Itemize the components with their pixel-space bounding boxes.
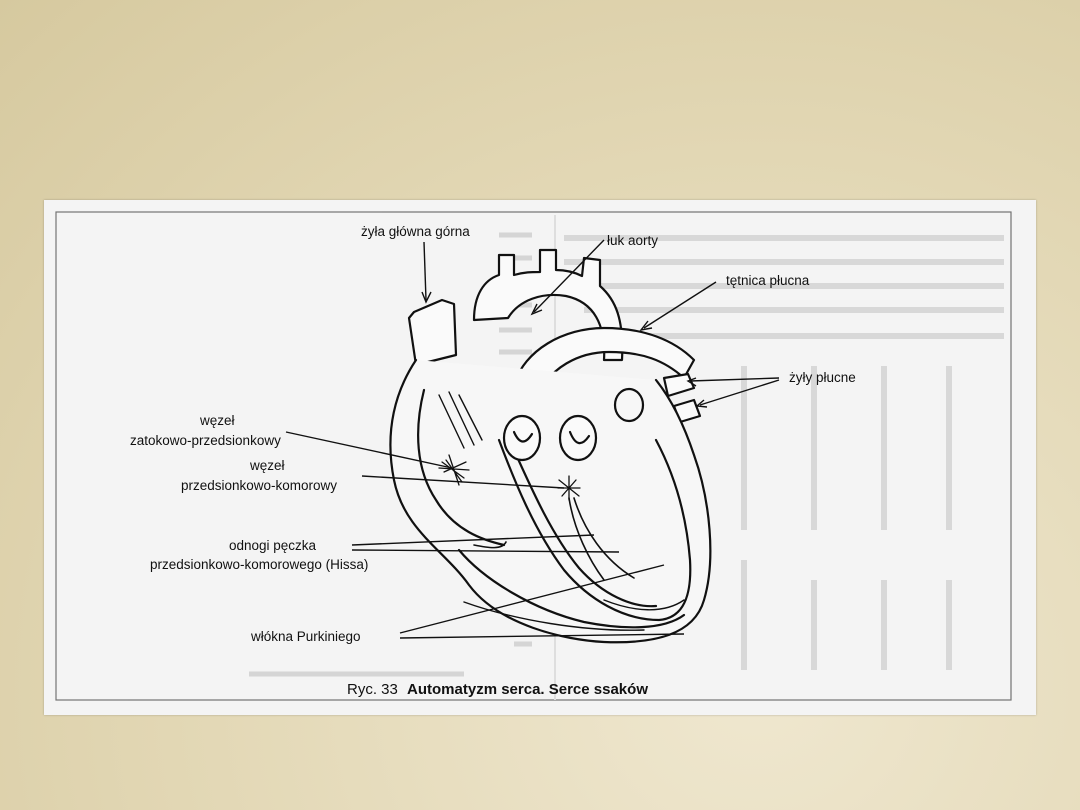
arrow-vena-cava <box>421 291 432 304</box>
heart-illustration <box>389 248 712 644</box>
arrow-pulmonary-vein-1 <box>686 377 697 387</box>
caption-title: Automatyzm serca. Serce ssaków <box>407 681 648 698</box>
pulmonary-vein-upper <box>662 372 696 398</box>
right-ventricle-wall <box>457 548 686 629</box>
textbook-page-photo: żyła główna górna łuk aorty tętnica płuc… <box>44 200 1036 715</box>
septum-inner <box>512 448 658 608</box>
aortic-valve <box>558 414 598 462</box>
leader-bundle-left <box>351 549 620 553</box>
leader-vena-cava <box>423 241 427 301</box>
label-pulmonary-artery: tętnica płucna <box>726 273 810 288</box>
papillary-detail <box>473 541 507 549</box>
av-node-icon <box>557 475 581 501</box>
label-av-node-line1: węzeł <box>249 458 285 473</box>
purkinje-fibers-line-2 <box>603 599 685 611</box>
sa-node-icon <box>438 454 470 486</box>
heart-conduction-diagram: żyła główna górna łuk aorty tętnica płuc… <box>55 211 1012 701</box>
leader-pulmonary-artery <box>643 281 717 329</box>
leader-purkinje-2 <box>399 633 685 639</box>
arrow-pulmonary-vein-2 <box>695 399 708 408</box>
right-atrium-wall <box>417 388 506 547</box>
leader-sa-node <box>285 431 453 469</box>
leader-pulmonary-vein-2 <box>699 379 780 406</box>
label-purkinje: włókna Purkiniego <box>250 629 361 644</box>
left-ventricle-wall <box>497 438 692 622</box>
label-bundle-line2: przedsionkowo-komorowego (Hissa) <box>150 557 368 572</box>
leader-pulmonary-vein-1 <box>689 377 780 382</box>
label-av-node-line2: przedsionkowo-komorowy <box>181 478 337 493</box>
valve-leaflet-2 <box>568 430 591 445</box>
aortic-arch <box>472 248 624 362</box>
faded-table-right <box>564 235 1004 670</box>
figure-caption: Ryc. 33 Automatyzm serca. Serce ssaków <box>347 681 648 698</box>
superior-vena-cava <box>407 298 458 367</box>
leader-purkinje-1 <box>399 564 665 634</box>
bundle-branch-left <box>573 497 635 579</box>
bundle-branch-right <box>568 497 605 581</box>
label-sa-node-line1: węzeł <box>199 413 235 428</box>
pulmonary-artery <box>512 326 696 397</box>
label-sa-node-line2: zatokowo-przedsionkowy <box>130 433 281 448</box>
label-bundle-line1: odnogi pęczka <box>229 538 317 553</box>
label-group: żyła główna górna łuk aorty tętnica płuc… <box>130 224 856 644</box>
purkinje-fibers-line <box>463 601 645 631</box>
label-pulmonary-veins: żyły płucne <box>789 370 856 385</box>
label-aortic-arch: łuk aorty <box>607 233 658 248</box>
leader-lines <box>285 239 780 639</box>
figure-frame <box>55 211 1012 701</box>
leader-aortic-arch <box>533 239 605 313</box>
leader-bundle-right <box>351 534 595 546</box>
label-superior-vena-cava: żyła główna górna <box>361 224 470 239</box>
arrow-pulmonary-artery <box>639 320 653 332</box>
pulmonary-valve <box>502 414 542 462</box>
arrow-aortic-arch <box>530 303 543 316</box>
left-atrium-opening <box>613 387 645 423</box>
caption-prefix: Ryc. 33 <box>347 681 398 698</box>
leader-av-node <box>361 475 565 489</box>
heart-outline <box>389 358 712 644</box>
pectinate-muscles <box>438 391 483 449</box>
valve-leaflet-1 <box>512 430 534 443</box>
